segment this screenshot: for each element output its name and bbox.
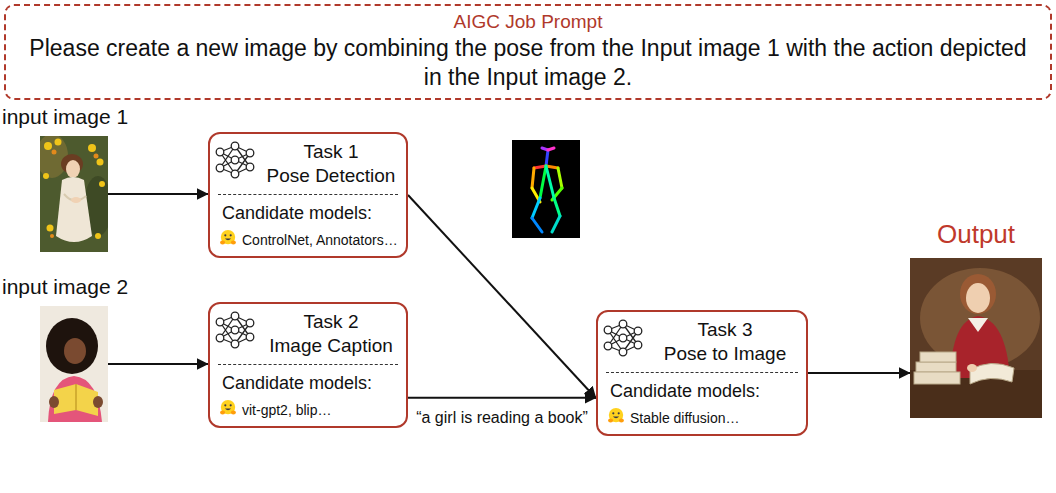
task-box: Task 1Pose DetectionCandidate models: Con… (208, 132, 408, 258)
section-label: Candidate models: (222, 372, 372, 394)
section-label: Candidate models: (610, 380, 760, 402)
huggingface-icon (219, 229, 237, 247)
section-label: Candidate models: (222, 202, 372, 224)
task-name: Image Caption (269, 334, 393, 358)
model-list: Stable diffusion… (630, 408, 739, 428)
model-list: ControlNet, Annotators… (242, 230, 398, 250)
arrow-connector (808, 372, 910, 374)
task-name: Pose to Image (664, 342, 787, 366)
arrow-connector (108, 363, 208, 365)
model-list: vit-gpt2, blip… (242, 400, 331, 420)
task-number: Task 2 (304, 310, 359, 334)
divider-line (606, 372, 798, 373)
image-label: input image 2 (2, 274, 128, 300)
arrow-connector (408, 397, 596, 399)
image-frame: input image 2 (40, 306, 108, 422)
divider-line (218, 194, 398, 195)
image-frame: input image 1 (40, 136, 108, 252)
network-icon (214, 140, 256, 180)
prompt-title: AIGC Job Prompt (22, 10, 1034, 34)
network-icon (602, 318, 644, 358)
output-label: Output (937, 218, 1015, 250)
input-painting (40, 136, 108, 252)
huggingface-icon (607, 407, 625, 425)
edge-label: “a girl is reading a book” (414, 408, 590, 428)
arrow-connector (108, 193, 208, 195)
input-photo (40, 306, 108, 422)
output-painting (910, 258, 1042, 418)
task-number: Task 3 (698, 318, 753, 342)
image-label: input image 1 (2, 104, 128, 130)
pose-skeleton (512, 140, 580, 238)
task-box: Task 3Pose to ImageCandidate models: Stab… (596, 310, 808, 436)
task-box: Task 2Image CaptionCandidate models: vit-… (208, 302, 408, 428)
output-frame: Output (910, 258, 1042, 418)
prompt-box: AIGC Job PromptPlease create a new image… (4, 4, 1052, 100)
huggingface-icon (219, 399, 237, 417)
divider-line (218, 364, 398, 365)
network-icon (214, 310, 256, 350)
task-number: Task 1 (304, 140, 359, 164)
task-name: Pose Detection (267, 164, 396, 188)
prompt-text: Please create a new image by combining t… (22, 34, 1034, 92)
